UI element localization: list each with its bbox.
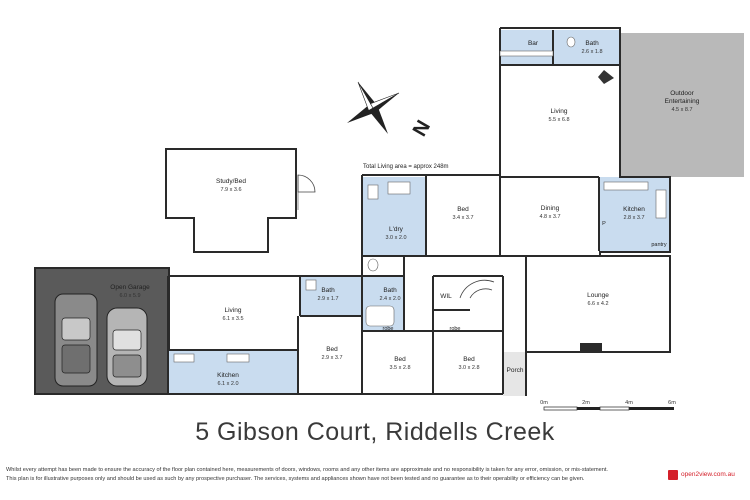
room-dimension-laundry: 3.0 x 2.0 <box>385 235 406 241</box>
room-name-kitchen_l: Kitchen <box>217 372 239 379</box>
room-name-outdoor: Entertaining <box>665 98 700 105</box>
room-dimension-garage: 6.0 x 5.9 <box>119 293 140 299</box>
room-dimension-kitchen_r: 2.8 x 3.7 <box>623 215 644 221</box>
disclaimer: Whilst every attempt has been made to en… <box>6 466 661 484</box>
room-dimension-bath_l: 2.9 x 1.7 <box>317 296 338 302</box>
scale-tick: 0m <box>540 400 548 406</box>
room-dimension-kitchen_l: 6.1 x 2.0 <box>217 381 238 387</box>
room-dimension-dining: 4.8 x 3.7 <box>539 214 560 220</box>
room-name-bed_b: Bed <box>394 356 406 363</box>
porch-area <box>503 352 526 396</box>
room-dimension-living_l: 6.1 x 3.5 <box>222 316 243 322</box>
room-name-living_l: Living <box>225 307 242 314</box>
room-dimension-bath_top: 2.6 x 1.8 <box>581 49 602 55</box>
room-name-laundry: L'dry <box>389 226 404 233</box>
fixtures <box>173 36 667 363</box>
room-name-bath_top: Bath <box>585 40 599 47</box>
brand-link[interactable]: open2view.com.au <box>681 471 735 478</box>
room-name-living_top: Living <box>551 108 568 115</box>
scale-tick: 2m <box>582 400 590 406</box>
total-area-label: Total Living area = approx 248m <box>363 164 449 170</box>
room-name-outdoor: Outdoor <box>670 90 694 97</box>
room-name-kitchen_r: Kitchen <box>623 206 645 213</box>
room-name-bed_c: Bed <box>463 356 475 363</box>
room-name-bar: Bar <box>528 40 539 47</box>
room-dimension-bed_c: 3.0 x 2.8 <box>458 365 479 371</box>
room-name-garage: Open Garage <box>110 284 150 291</box>
room-dimension-outdoor: 4.5 x 8.7 <box>671 107 692 113</box>
address-title: 5 Gibson Court, Riddells Creek <box>195 418 555 446</box>
scale-tick: 4m <box>625 400 633 406</box>
room-dimension-lounge: 6.6 x 4.2 <box>587 301 608 307</box>
scale-bar: 0m 2m 4m 6m <box>540 400 676 411</box>
room-dimension-study: 7.9 x 3.6 <box>220 187 241 193</box>
room-dimension-living_top: 5.5 x 6.8 <box>548 117 569 123</box>
room-name-bed_mid: Bed <box>457 206 469 213</box>
room-name-study: Study/Bed <box>216 178 246 185</box>
room-name-lounge: Lounge <box>587 292 609 299</box>
compass-icon <box>347 81 400 134</box>
room-name-bath_m: Bath <box>383 287 397 294</box>
room-dimension-bed_b: 3.5 x 2.8 <box>389 365 410 371</box>
car-icon <box>54 293 98 387</box>
car-icon <box>106 307 148 387</box>
brand-icon <box>668 470 678 480</box>
room-name-dining: Dining <box>541 205 560 212</box>
robe-label: robe <box>449 326 460 332</box>
room-dimension-bed_a: 2.9 x 3.7 <box>321 355 342 361</box>
outdoor-area <box>620 33 744 177</box>
compass-letter: N <box>409 117 435 141</box>
robe-label: robe <box>382 326 393 332</box>
room-dimension-bath_m: 2.4 x 2.0 <box>379 296 400 302</box>
room-dimension-bed_mid: 3.4 x 3.7 <box>452 215 473 221</box>
disclaimer-line: This plan is for illustrative purposes o… <box>6 476 585 482</box>
wet-areas <box>168 30 669 394</box>
pantry-p-label: P <box>602 221 606 227</box>
room-name-bed_a: Bed <box>326 346 338 353</box>
room-name-wil: WIL <box>440 293 452 300</box>
brand-logo[interactable]: open2view.com.au <box>668 470 744 480</box>
room-name-porch: Porch <box>507 367 524 374</box>
study-walls <box>165 148 297 253</box>
walls <box>167 27 671 396</box>
pantry-label: pantry <box>651 242 667 248</box>
room-name-bath_l: Bath <box>321 287 335 294</box>
scale-tick: 6m <box>668 400 676 406</box>
disclaimer-line: Whilst every attempt has been made to en… <box>6 467 608 473</box>
